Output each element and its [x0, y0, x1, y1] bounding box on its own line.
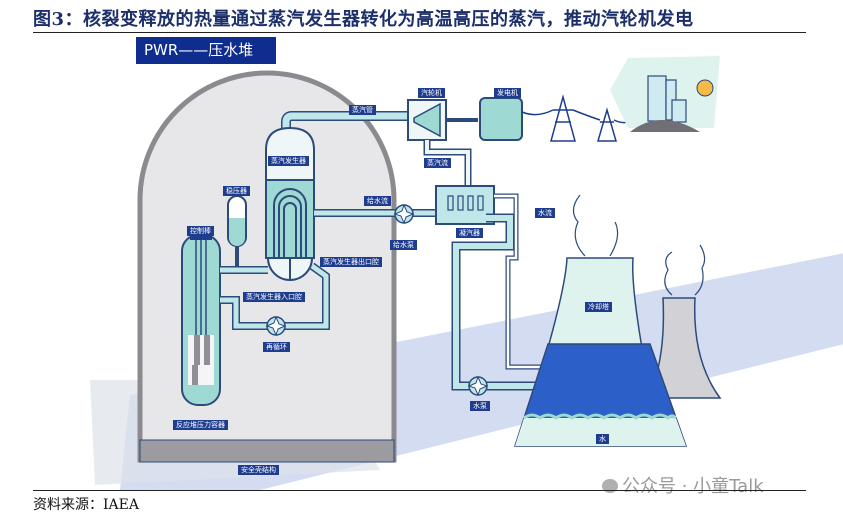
feedwater-flow-label: 给水流 — [364, 196, 391, 206]
sun-icon — [696, 79, 714, 97]
steam-flow-label: 蒸汽流 — [424, 158, 451, 168]
control-rods-label: 控制棒 — [187, 226, 214, 236]
feedwater-pump-icon — [393, 203, 415, 225]
cooling-tower-label: 冷却塔 — [585, 302, 612, 312]
steam-pipe-label: 蒸汽管 — [349, 105, 376, 115]
pwr-banner: PWR——压水堆 — [136, 37, 276, 64]
water-pump-icon — [467, 375, 489, 397]
turbine-label: 汽轮机 — [418, 88, 445, 98]
sg-outlet-label: 蒸汽发生器出口腔 — [320, 257, 382, 267]
watermark: 公众号 · 小童Talk — [602, 472, 764, 498]
pressurizer-label: 稳压器 — [223, 186, 250, 196]
steam-generator-label: 蒸汽发生器 — [268, 156, 309, 166]
turbine — [407, 99, 478, 141]
generator — [479, 97, 523, 141]
condenser — [435, 185, 495, 225]
reactor-vessel — [181, 232, 221, 406]
cooling-tower-main — [513, 194, 688, 447]
watermark-text: 公众号 · 小童Talk — [622, 476, 764, 497]
steam-generator — [265, 126, 315, 281]
source-rule — [33, 490, 806, 491]
cooling-tower-small — [646, 244, 722, 399]
water-label: 水 — [596, 434, 609, 444]
condenser-label: 凝汽器 — [456, 228, 483, 238]
title-rule — [33, 32, 806, 33]
feedwater-pump-label: 给水泵 — [390, 240, 417, 250]
recirculation-label: 再循环 — [263, 342, 290, 352]
water-pump-label: 水泵 — [470, 401, 490, 411]
water-flow-label: 水流 — [535, 208, 555, 218]
pressurizer — [227, 195, 247, 268]
containment-label: 安全壳结构 — [238, 465, 279, 475]
reactor-vessel-label: 反应堆压力容器 — [173, 420, 228, 430]
figure-title: 图3：核裂变释放的热量通过蒸汽发生器转化为高温高压的蒸汽，推动汽轮机发电 — [33, 9, 694, 30]
city-scene — [610, 56, 720, 132]
sg-inlet-label: 蒸汽发生器入口腔 — [243, 292, 305, 302]
wechat-icon — [602, 479, 618, 493]
generator-label: 发电机 — [494, 88, 521, 98]
containment-base — [139, 439, 395, 463]
recirculation-pump-icon — [265, 315, 287, 337]
source-note: 资料来源：IAEA — [33, 497, 139, 513]
